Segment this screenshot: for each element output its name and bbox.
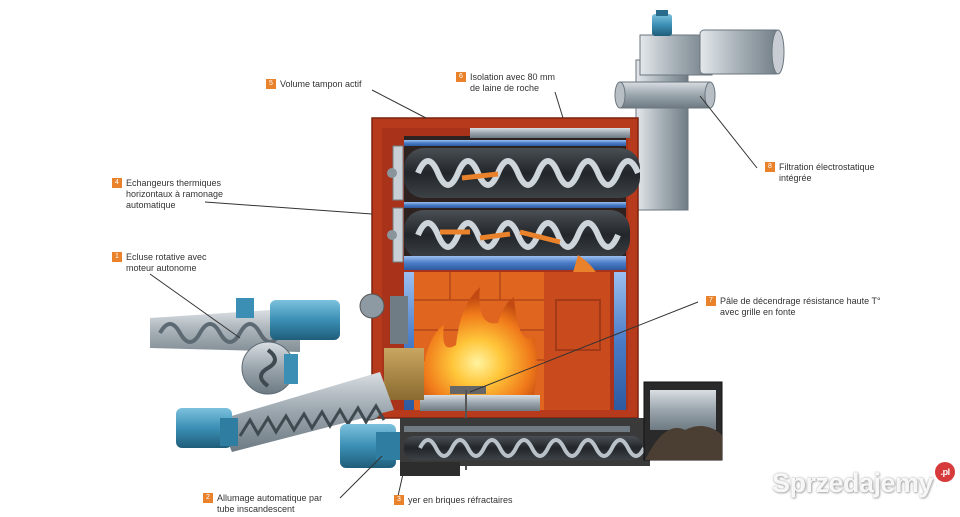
- ash-bin: [643, 381, 723, 461]
- firebox: [404, 272, 626, 410]
- leader-lines: [149, 89, 758, 499]
- electrostatic-filter: [614, 10, 785, 211]
- rotary-valve-screw: [150, 298, 340, 395]
- ash-grate: [400, 386, 650, 476]
- watermark-logo: Sprzedajemy.pl: [772, 462, 956, 499]
- heat-exchangers: [387, 140, 641, 300]
- inclined-screw: [176, 372, 400, 468]
